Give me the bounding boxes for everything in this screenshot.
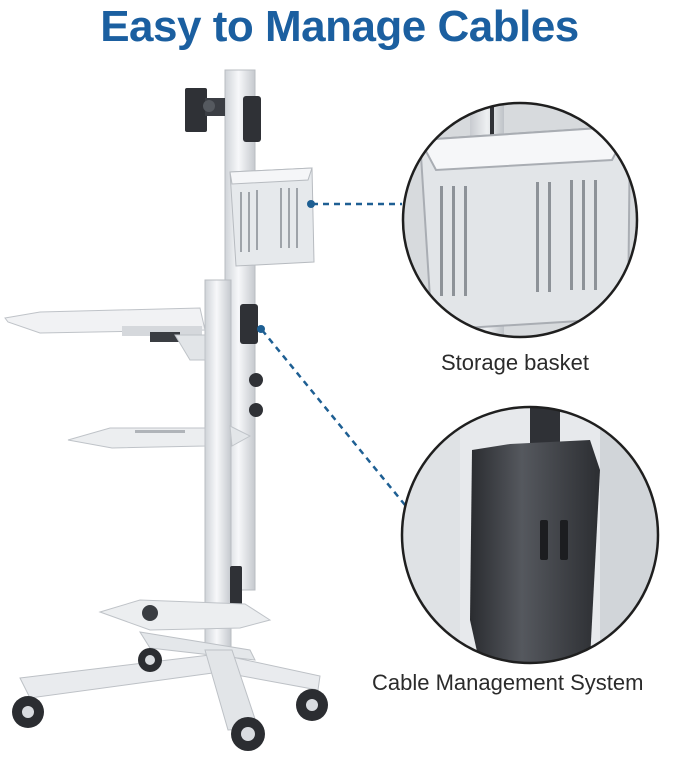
storage-basket xyxy=(229,167,315,267)
mobile-cart xyxy=(4,69,328,751)
callout-circle-basket xyxy=(401,101,639,339)
callout-connectors xyxy=(257,200,406,506)
callout-label-storage-basket: Storage basket xyxy=(441,350,589,375)
monitor-mount-icon xyxy=(185,88,225,132)
callout-circle-cable xyxy=(400,405,660,665)
caster-wheel-icon xyxy=(12,648,328,751)
knob-icon xyxy=(249,373,263,417)
page-title: Easy to Manage Cables xyxy=(100,2,579,51)
cart-base xyxy=(19,631,321,731)
keyboard-shelf xyxy=(4,307,206,361)
callout-label-cable-management: Cable Management System xyxy=(372,670,644,695)
